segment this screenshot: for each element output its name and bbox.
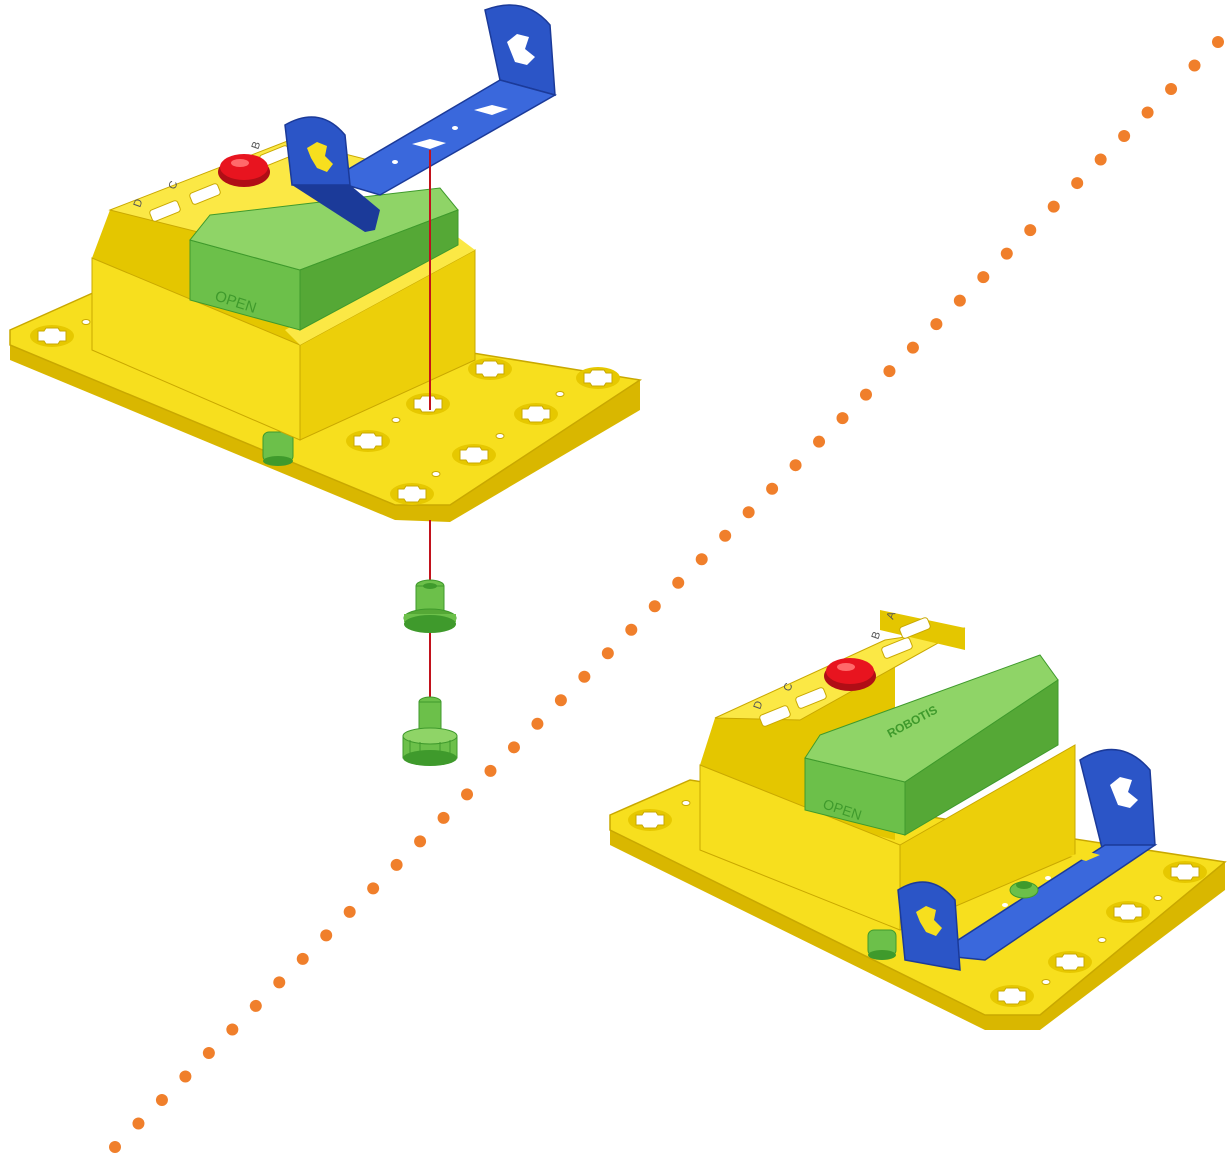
divider-dot <box>484 765 496 777</box>
divider-dot <box>1001 248 1013 260</box>
divider-dot <box>696 553 708 565</box>
divider-dot <box>1118 130 1130 142</box>
divider-dot <box>367 882 379 894</box>
divider-dot <box>930 318 942 330</box>
divider-dot <box>860 389 872 401</box>
divider-dot <box>883 365 895 377</box>
divider-dot <box>1189 60 1201 72</box>
divider-dot <box>625 624 637 636</box>
divider-dot <box>297 953 309 965</box>
divider-dot <box>649 600 661 612</box>
divider-dot <box>391 859 403 871</box>
knob-under-plate-left <box>263 432 293 466</box>
divider-dot <box>132 1117 144 1129</box>
divider-dot <box>508 741 520 753</box>
divider-dot <box>273 976 285 988</box>
red-button-right <box>826 658 874 684</box>
divider-dot <box>766 483 778 495</box>
divider-dot <box>109 1141 121 1153</box>
port-label-b: B <box>250 140 264 151</box>
divider-dot <box>977 271 989 283</box>
divider-dot <box>226 1023 238 1035</box>
divider-dot <box>344 906 356 918</box>
divider-dot <box>1165 83 1177 95</box>
divider-dot <box>743 506 755 518</box>
divider-dot <box>837 412 849 424</box>
divider-dot <box>179 1070 191 1082</box>
rivet-cap-part <box>404 580 456 633</box>
port-label-b-right: B <box>870 630 884 641</box>
divider-dot <box>1071 177 1083 189</box>
divider-dot <box>461 788 473 800</box>
divider-dot <box>907 342 919 354</box>
divider-dot <box>719 530 731 542</box>
divider-dot <box>156 1094 168 1106</box>
divider-dot <box>1024 224 1036 236</box>
completed-assembly: D C B A OPEN ROBOTIS <box>610 609 1225 1030</box>
divider-dot <box>672 577 684 589</box>
rivet-pin-part <box>403 697 457 766</box>
divider-dot <box>954 295 966 307</box>
divider-dot <box>320 929 332 941</box>
exploded-assembly: D C B OPEN <box>10 5 640 766</box>
divider-dot <box>1212 36 1224 48</box>
divider-dot <box>602 647 614 659</box>
divider-dot <box>555 694 567 706</box>
knob-under-plate-right <box>868 930 896 960</box>
divider-dot <box>790 459 802 471</box>
divider-dot <box>813 436 825 448</box>
divider-dot <box>438 812 450 824</box>
divider-dot <box>531 718 543 730</box>
divider-dot <box>414 835 426 847</box>
divider-dot <box>1048 201 1060 213</box>
divider-dot <box>578 671 590 683</box>
red-button-left <box>220 154 268 180</box>
divider-dot <box>1142 107 1154 119</box>
divider-dot <box>250 1000 262 1012</box>
divider-dot <box>1095 154 1107 166</box>
divider-dot <box>203 1047 215 1059</box>
